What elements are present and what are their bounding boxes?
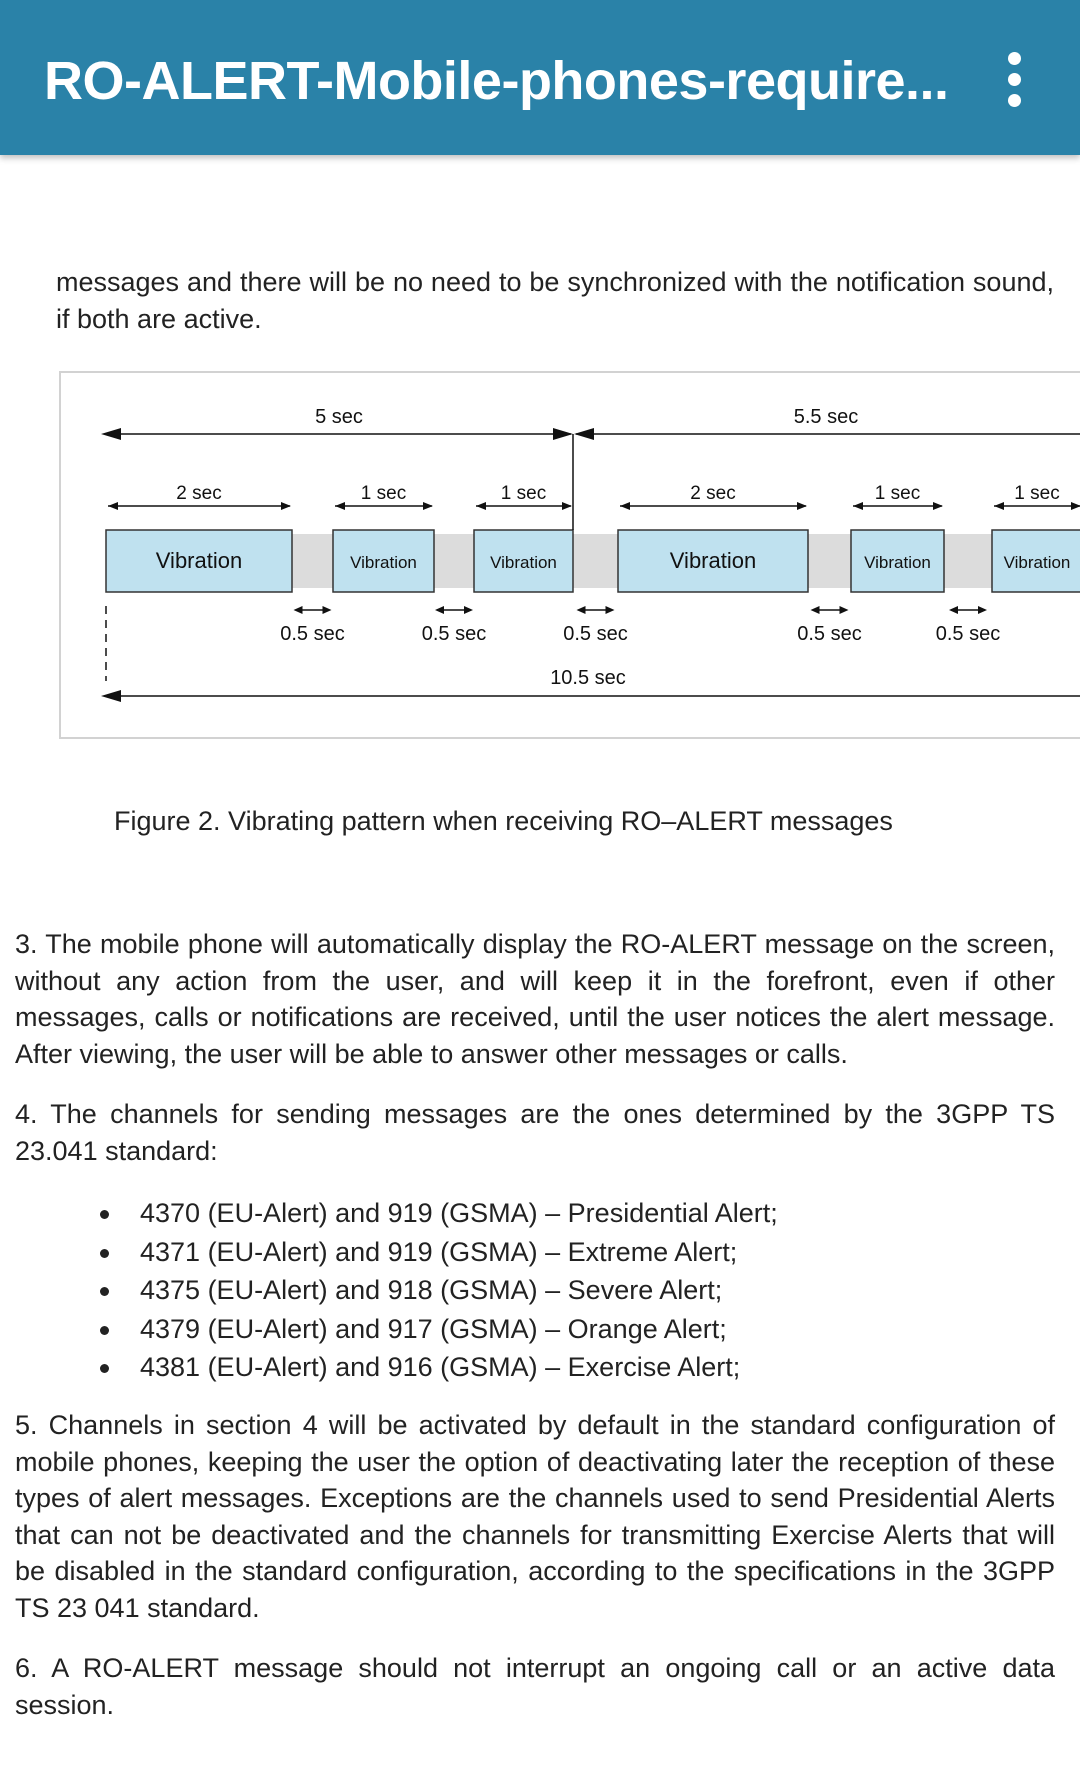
- more-vert-icon[interactable]: [990, 50, 1040, 110]
- vibration-block: [332, 529, 435, 593]
- list-item: 4371 (EU-Alert) and 919 (GSMA) – Extreme…: [98, 1233, 778, 1272]
- arrow-head: [810, 606, 849, 614]
- arrow-head: [576, 606, 615, 614]
- duration-label: 2 sec: [176, 483, 221, 504]
- total-label-right: 5.5 sec: [794, 406, 858, 428]
- vibration-label: Vibration: [156, 548, 242, 573]
- vibration-block: [473, 529, 574, 593]
- vibration-label: Vibration: [670, 548, 756, 573]
- bullet-icon: [100, 1210, 109, 1219]
- arrow-head: [994, 502, 1004, 510]
- document-title: RO-ALERT-Mobile-phones-require...: [44, 51, 949, 111]
- bullet-icon: [100, 1364, 109, 1373]
- list-item: 4381 (EU-Alert) and 916 (GSMA) – Exercis…: [98, 1348, 778, 1387]
- paragraph-4: 4. The channels for sending messages are…: [15, 1099, 1055, 1166]
- arrow-head: [574, 428, 594, 440]
- duration-label: 1 sec: [361, 483, 406, 504]
- arrow-head: [335, 502, 345, 510]
- vibration-label: Vibration: [864, 553, 931, 572]
- vibration-block: [617, 529, 809, 593]
- arrow-head: [435, 606, 473, 614]
- arrow-head: [108, 502, 118, 510]
- gap-label: 0.5 sec: [280, 623, 344, 645]
- duration-label: 2 sec: [690, 483, 735, 504]
- gap-label: 0.5 sec: [936, 623, 1000, 645]
- gap-label: 0.5 sec: [563, 623, 627, 645]
- duration-label: 1 sec: [1014, 483, 1059, 504]
- app-bar: RO-ALERT-Mobile-phones-require...: [0, 0, 1080, 155]
- vibration-label: Vibration: [1004, 553, 1071, 572]
- vibration-block: [105, 529, 293, 593]
- list-item: 4375 (EU-Alert) and 918 (GSMA) – Severe …: [98, 1271, 778, 1310]
- channel-list: 4370 (EU-Alert) and 919 (GSMA) – Preside…: [98, 1194, 778, 1387]
- vibration-block: [991, 529, 1080, 593]
- list-item: 4370 (EU-Alert) and 919 (GSMA) – Preside…: [98, 1194, 778, 1233]
- bullet-icon: [100, 1287, 109, 1296]
- paragraph-6: 6. A RO-ALERT message should not interru…: [15, 1653, 1055, 1720]
- bullet-icon: [100, 1325, 109, 1335]
- duration-label: 1 sec: [875, 483, 920, 504]
- arrow-head: [949, 606, 987, 614]
- arrow-head: [620, 502, 630, 510]
- vibration-label: Vibration: [490, 553, 557, 572]
- vibration-label: Vibration: [350, 553, 417, 572]
- total-label-bottom: 10.5 sec: [550, 667, 626, 689]
- vibration-block: [850, 529, 945, 593]
- gap-label: 0.5 sec: [797, 623, 861, 645]
- figure-caption: Figure 2. Vibrating pattern when receivi…: [114, 806, 893, 836]
- arrow-head: [853, 502, 863, 510]
- paragraph-3: 3. The mobile phone will automatically d…: [15, 929, 1055, 1069]
- paragraph-5: 5. Channels in section 4 will be activat…: [15, 1410, 1055, 1623]
- arrow-head: [101, 690, 121, 702]
- total-label-left: 5 sec: [315, 406, 363, 428]
- list-item: 4379 (EU-Alert) and 917 (GSMA) – Orange …: [98, 1310, 778, 1349]
- bullet-icon: [100, 1248, 109, 1258]
- gap-label: 0.5 sec: [422, 623, 486, 645]
- intro-paragraph: messages and there will be no need to be…: [56, 267, 1054, 334]
- duration-label: 1 sec: [501, 483, 546, 504]
- arrow-head: [293, 606, 332, 614]
- arrow-head: [476, 502, 486, 510]
